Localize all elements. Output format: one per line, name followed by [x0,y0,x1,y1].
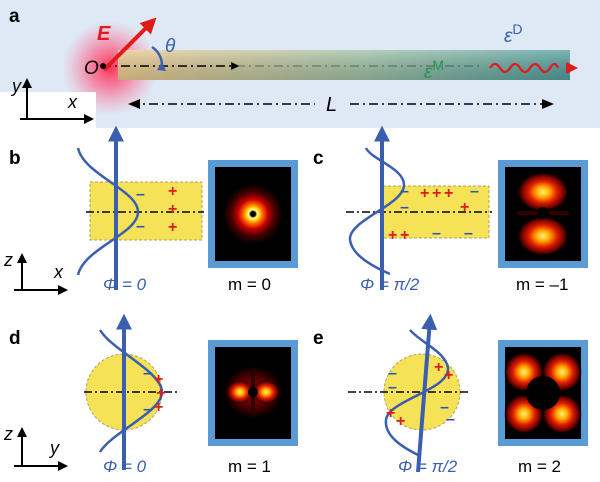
field-profile-curve [348,147,406,276]
panel-d-label: d [9,328,21,349]
field-profile-curve [384,329,450,458]
minus-sign: – [400,183,409,200]
plus-sign: + [444,185,453,202]
plus-sign: + [386,405,395,422]
axis-x-label: x [67,92,78,112]
plus-sign: + [388,227,397,244]
panel-a-label: a [9,6,20,27]
panel-d: d – – + + + Φ = 0 m = 1 z y [3,313,298,476]
e-field-arrow [102,17,157,72]
panel-c: c + + + – – – + + + – – Φ = π/2 m = –1 [313,125,588,294]
minus-sign: – [388,365,397,382]
minus-sign: – [446,411,455,428]
metal-eps-label: εM [424,57,444,83]
panel-c-label: c [313,148,324,169]
mode-label: m = 2 [518,457,561,476]
mode-lobe [517,172,569,212]
mode-lobe [226,380,254,404]
emission-arrowhead [566,62,578,74]
field-profile-curve [98,329,164,453]
mode-lobe [517,216,569,256]
length-arrowhead-left [128,99,140,109]
minus-sign: – [464,225,473,242]
plus-sign: + [168,183,177,200]
axis-x-label: x [53,262,64,282]
plus-sign: + [154,371,163,388]
axis-box [0,92,96,128]
plus-sign: + [420,185,429,202]
metal-eps-sup: M [432,57,444,73]
mode-label: m = –1 [516,275,568,294]
origin-dot [100,63,106,69]
plus-sign: + [396,413,405,430]
dielectric-eps-label: εD [504,21,522,47]
mode-center [537,207,549,219]
plus-sign: + [444,367,453,384]
minus-sign: – [143,401,152,418]
theta-arrowhead [157,62,166,71]
axis-y-label: y [48,438,60,458]
mode-label: m = 0 [228,275,271,294]
dielectric-eps-sup: D [512,21,522,37]
axis-y-label: y [10,76,22,96]
minus-sign: – [440,399,449,416]
mode-center [248,387,258,397]
wire-cross-section-side [89,181,203,241]
length-label: L [326,94,337,116]
emission-wave [489,62,560,74]
mode-center [526,376,560,410]
mode-lobe [252,380,280,404]
panel-b-label: b [9,148,21,169]
plus-sign: + [460,199,469,216]
plus-sign: + [168,219,177,236]
length-arrowhead-right [542,99,554,109]
panel-e-label: e [313,328,324,349]
plus-sign: + [434,359,443,376]
phase-label: Φ = 0 [103,275,147,294]
panel-e: e – – + + + + – – Φ = π/2 m = 2 [313,313,588,476]
metal-eps-symbol: ε [424,62,433,83]
minus-sign: – [388,379,397,396]
minus-sign: – [432,225,441,242]
e-field-label: E [97,23,111,45]
theta-label: θ [165,36,176,57]
field-profile-curve [76,147,140,276]
plus-sign: + [168,201,177,218]
plus-sign: + [400,227,409,244]
nanowire-shading [118,50,570,80]
panel-b: b – – + + + Φ = 0 m = 0 z x [3,125,298,295]
minus-sign: – [400,199,409,216]
axis-z-label: z [3,424,13,444]
mode-intensity-ring [223,184,283,244]
axis-z-label: z [3,250,13,270]
minus-sign: – [136,186,145,203]
minus-sign: – [470,183,479,200]
phase-label: Φ = π/2 [398,457,458,476]
phase-label: Φ = π/2 [360,275,420,294]
plus-sign: + [154,399,163,416]
dielectric-eps-symbol: ε [504,26,513,47]
mode-label: m = 1 [228,457,271,476]
plus-sign: + [156,385,165,402]
minus-sign: – [136,218,145,235]
panel-a: E θ O εM εD L y x a [0,0,600,128]
origin-label: O [84,58,99,79]
phase-label: Φ = 0 [103,457,147,476]
minus-sign: – [143,365,152,382]
plus-sign: + [432,185,441,202]
